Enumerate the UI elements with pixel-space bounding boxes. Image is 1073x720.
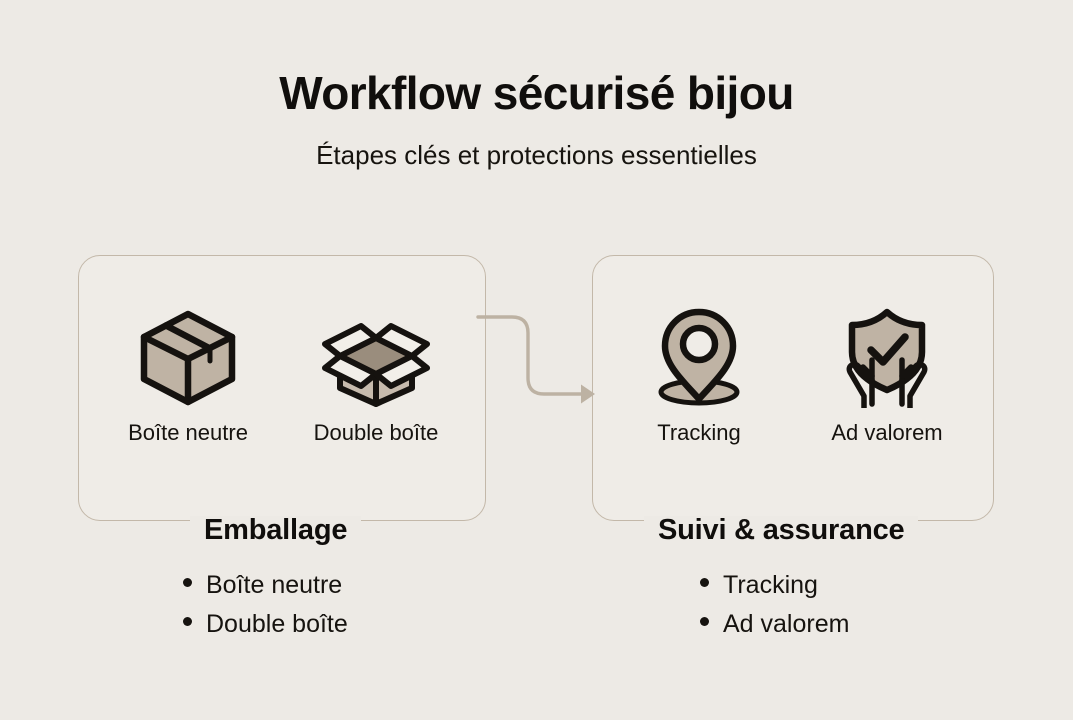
flow-arrow [476, 315, 595, 404]
location-pin-icon [658, 308, 740, 406]
closed-box-icon [140, 310, 236, 406]
shield-hands-icon [846, 308, 928, 408]
open-box-icon [322, 323, 430, 407]
list-item: Ad valorem [700, 605, 849, 644]
icon-label: Double boîte [313, 420, 439, 445]
icon-label: Ad valorem [831, 420, 943, 445]
section-heading-emballage: Emballage [190, 516, 362, 545]
list-item-label: Ad valorem [723, 610, 850, 638]
page-title: Workflow sécurisé bijou [279, 67, 794, 119]
bullet-list-suivi-assurance: Tracking Ad valorem [700, 566, 849, 644]
icon-cell-boite-neutre[interactable]: Boîte neutre [113, 304, 263, 444]
list-item-label: Double boîte [206, 610, 348, 638]
list-item: Boîte neutre [183, 566, 348, 605]
list-item: Double boîte [183, 605, 348, 644]
bullet-dot-icon [700, 578, 709, 587]
bullet-dot-icon [183, 617, 192, 626]
icon-label: Tracking [657, 420, 741, 445]
icon-label: Boîte neutre [128, 420, 248, 445]
list-item: Tracking [700, 566, 849, 605]
icon-row-emballage: Boîte neutre Double boîte [79, 304, 485, 444]
section-heading-suivi-assurance: Suivi & assurance [644, 516, 919, 545]
bullet-dot-icon [700, 617, 709, 626]
icon-row-suivi-assurance: Tracking [593, 304, 993, 444]
icon-cell-double-boite[interactable]: Double boîte [301, 304, 451, 444]
section-card-suivi-assurance[interactable]: Tracking [592, 255, 994, 521]
page-subtitle: Étapes clés et protections essentielles [316, 139, 757, 170]
bullet-list-emballage: Boîte neutre Double boîte [183, 566, 348, 644]
list-item-label: Tracking [723, 571, 818, 599]
bullet-dot-icon [183, 578, 192, 587]
icon-cell-tracking[interactable]: Tracking [624, 304, 774, 444]
header: Workflow sécurisé bijou Étapes clés et p… [0, 68, 1073, 171]
icon-cell-ad-valorem[interactable]: Ad valorem [812, 304, 962, 444]
list-item-label: Boîte neutre [206, 571, 343, 599]
section-card-emballage[interactable]: Boîte neutre Double boîte [78, 255, 486, 521]
